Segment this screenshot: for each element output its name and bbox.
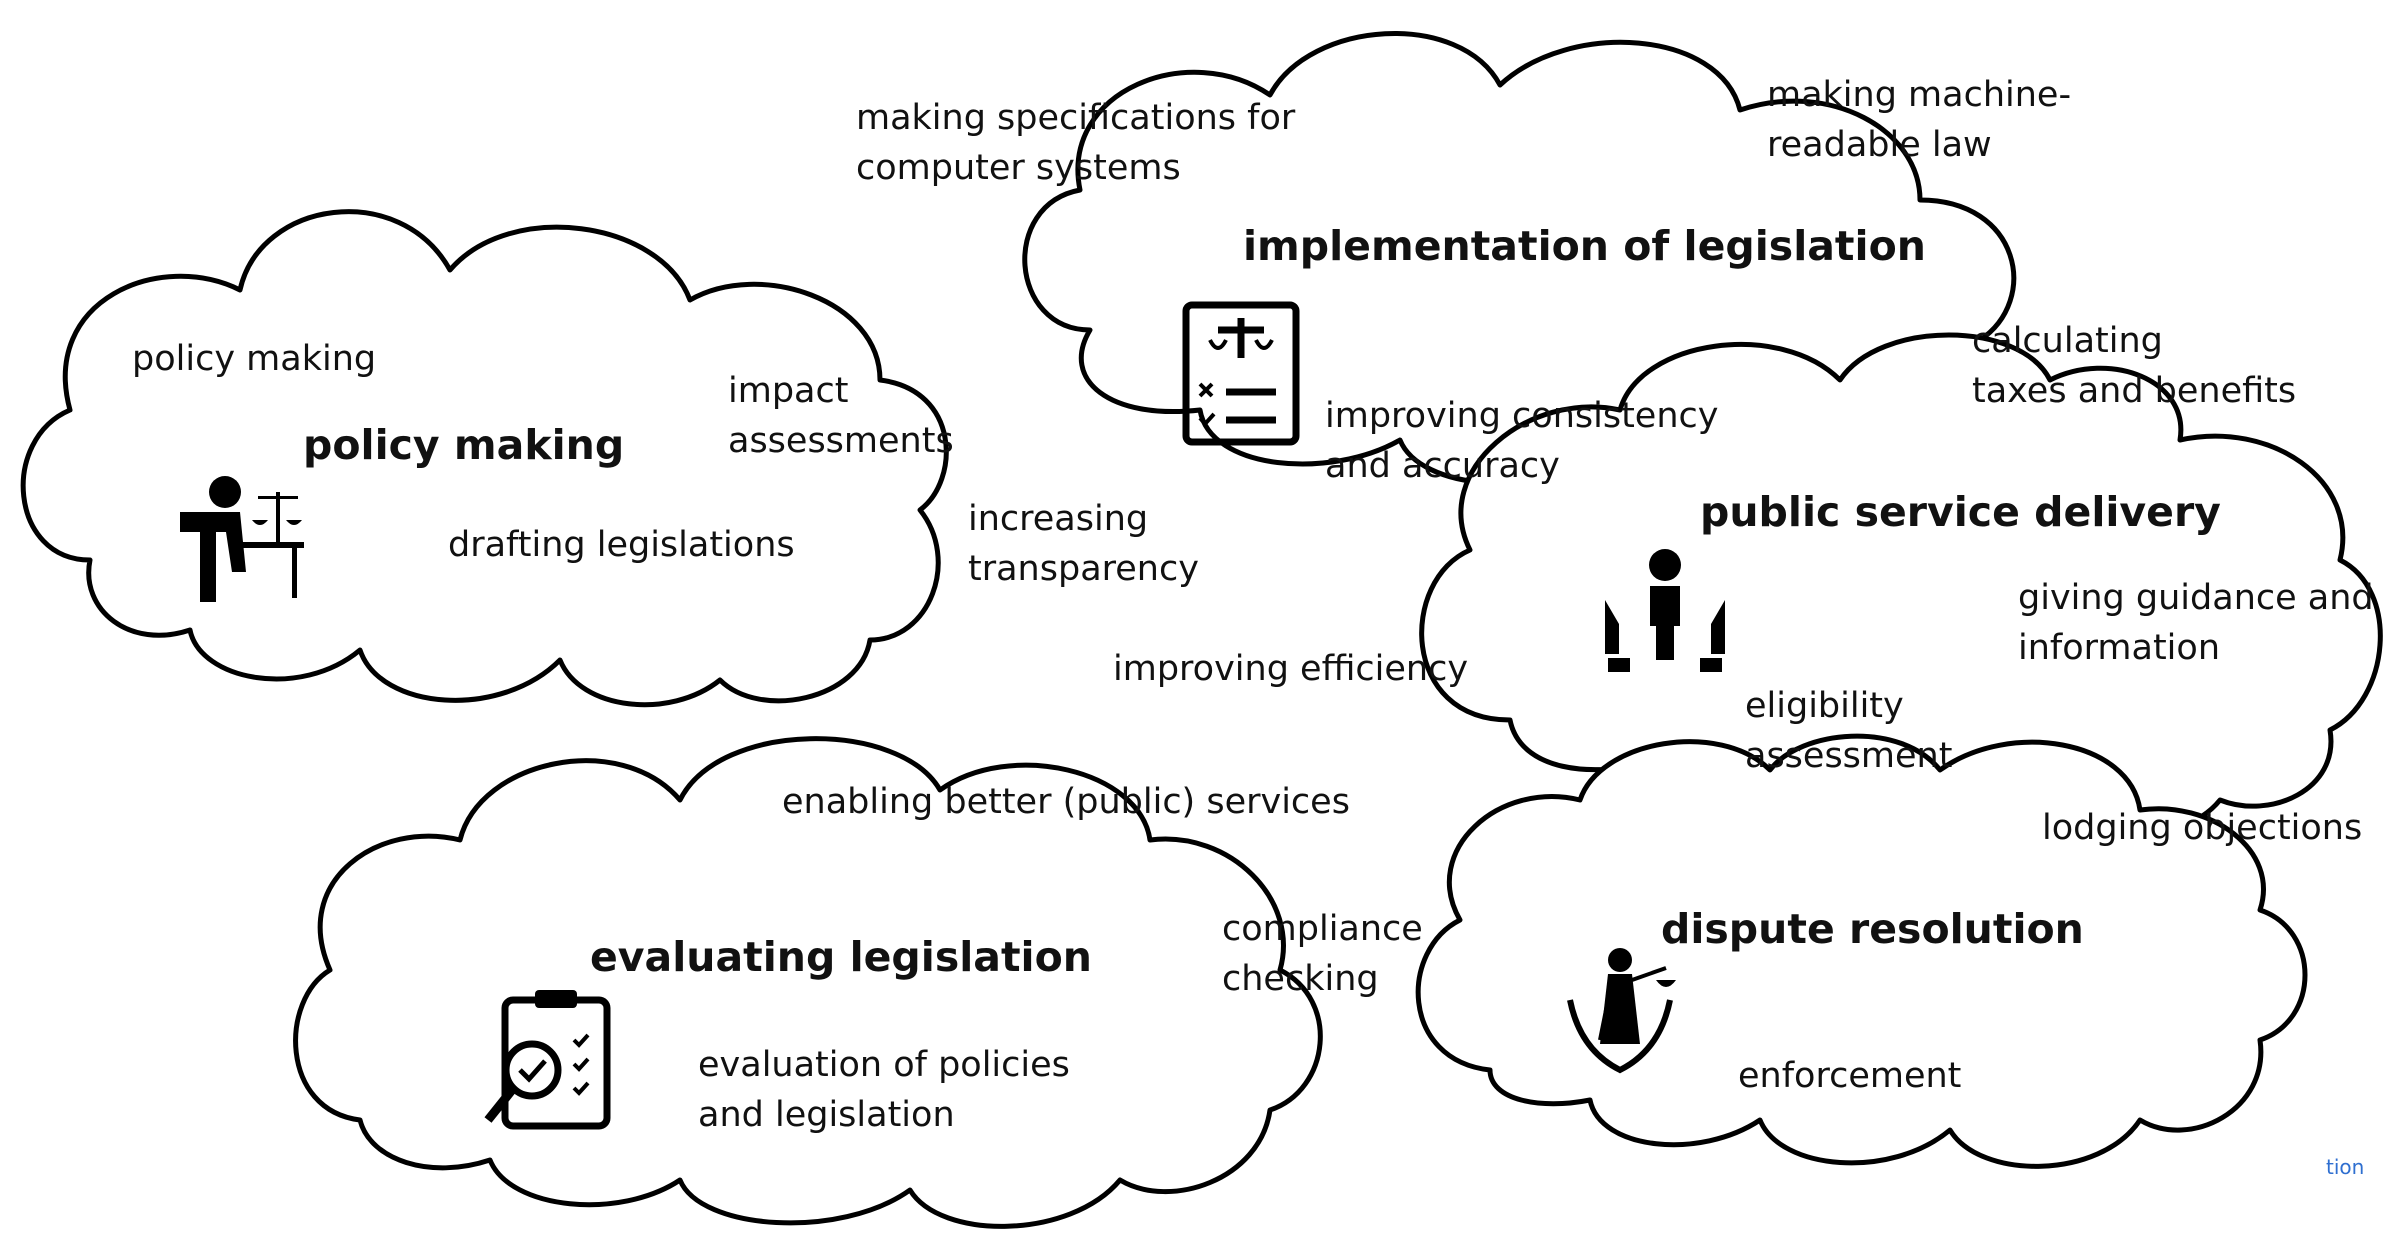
item-evaluation-line1: evaluation of policies [698,1045,1070,1085]
cloud-evaluating [293,736,1323,1229]
title-dispute: dispute resolution [1661,905,2084,953]
watermark-fragment: tion [2326,1155,2365,1179]
legal-checklist-scales-icon [1182,301,1300,446]
item-increasing-transparency: increasing transparency [968,494,1199,594]
item-improving-efficiency: improving efficiency [1113,649,1469,689]
item-eligibility-line1: eligibility [1745,686,1904,726]
item-guidance-line2: information [2018,628,2221,668]
item-evaluation-line2: and legislation [698,1095,955,1135]
hands-holding-person-icon [1605,549,1725,672]
item-policy-making: policy making [132,339,377,379]
item-consistency-line2: and accuracy [1325,446,1560,486]
item-calculating-taxes: calculating taxes and benefits [1972,316,2296,416]
item-specifications-line1: making specifications for [856,98,1296,138]
item-consistency-line1: improving consistency [1325,396,1719,436]
item-machine-line1: making machine- [1767,75,2072,115]
item-compliance-line1: compliance [1222,909,1423,949]
item-specifications-line2: computer systems [856,148,1181,188]
item-guidance-information: giving guidance and information [2018,573,2374,673]
item-evaluation-policies: evaluation of policies and legislation [698,1040,1070,1140]
item-drafting-legislations: drafting legislations [448,525,795,565]
item-calculating-line1: calculating [1972,321,2163,361]
item-compliance-checking: compliance checking [1222,904,1423,1004]
item-making-specifications: making specifications for computer syste… [856,93,1295,193]
person-at-desk-with-scales-icon [180,476,304,602]
item-compliance-line2: checking [1222,959,1379,999]
item-impact-assessments: impact assessments [728,366,954,466]
item-enabling-better-services: enabling better (public) services [782,782,1350,822]
title-policy-making: policy making [303,421,625,469]
item-guidance-line1: giving guidance and [2018,578,2374,618]
title-implementation: implementation of legislation [1243,222,1926,270]
lady-justice-emblem-icon [1567,948,1676,1074]
clipboard-magnifier-icon [484,990,611,1130]
item-calculating-line2: taxes and benefits [1972,371,2297,411]
item-transparency-line2: transparency [968,549,1199,589]
item-impact-line2: assessments [728,421,954,461]
item-enforcement: enforcement [1738,1056,1962,1096]
cloud-policy-making [20,209,949,708]
item-transparency-line1: increasing [968,499,1149,539]
item-impact-line1: impact [728,371,849,411]
title-evaluating: evaluating legislation [590,933,1092,981]
item-machine-line2: readable law [1767,125,1992,165]
title-public-service: public service delivery [1700,488,2221,536]
item-eligibility-line2: assessment [1745,736,1953,776]
item-lodging-objections: lodging objections [2042,808,2363,848]
item-machine-readable-law: making machine- readable law [1767,70,2071,170]
item-consistency-accuracy: improving consistency and accuracy [1325,391,1718,491]
item-eligibility-assessment: eligibility assessment [1745,681,1952,781]
